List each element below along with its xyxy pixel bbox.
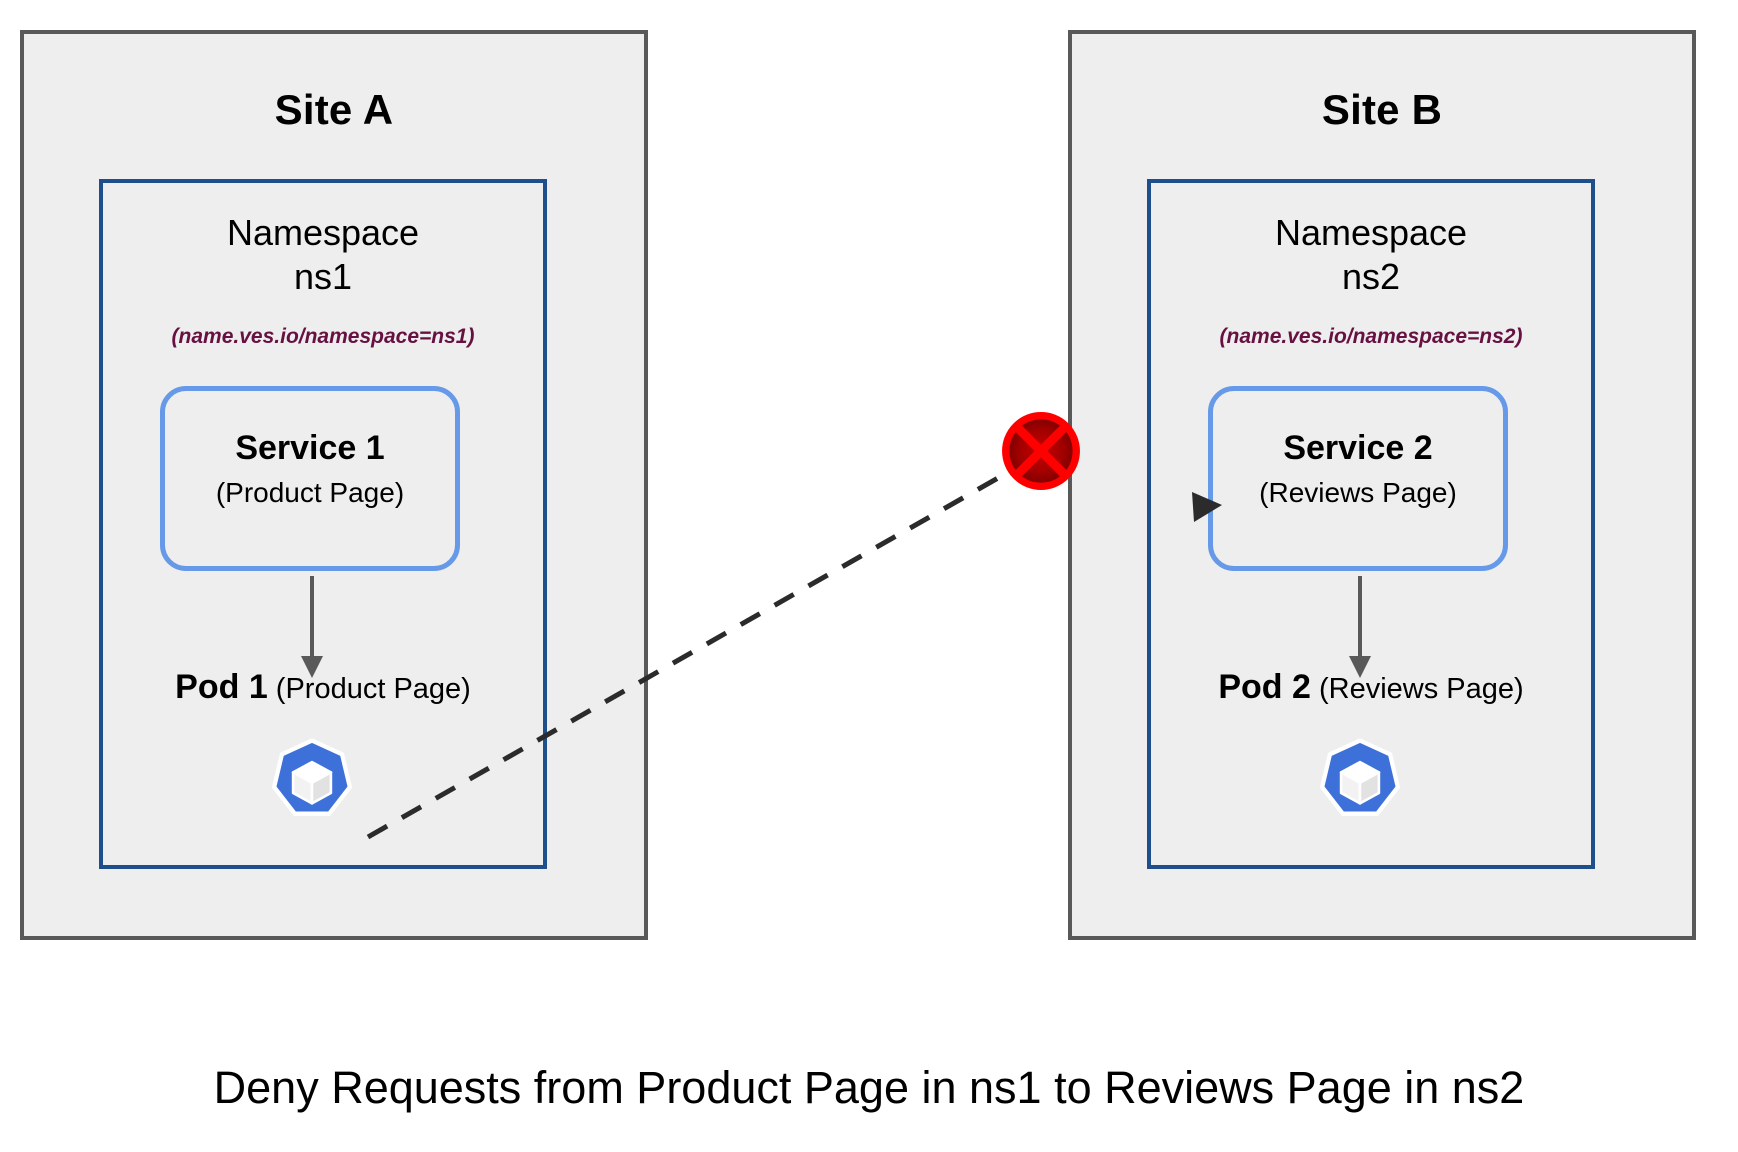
site-b-namespace-name: ns2 bbox=[1341, 255, 1401, 297]
site-b-service-name: Service 2 bbox=[1283, 429, 1433, 467]
diagram-caption: Deny Requests from Product Page in ns1 t… bbox=[213, 1062, 1525, 1113]
site-b-pod-name: Pod 2 bbox=[1218, 668, 1311, 706]
site-a-namespace-selector-label: (name.ves.io/namespace=ns1) bbox=[171, 325, 475, 348]
site-b-container: Site B Namespace ns2 (name.ves.io/namesp… bbox=[1068, 30, 1696, 940]
site-a-container: Site A Namespace ns1 (name.ves.io/namesp… bbox=[20, 30, 648, 940]
kubernetes-icon bbox=[269, 738, 355, 824]
site-b-namespace-selector-label: (name.ves.io/namespace=ns2) bbox=[1219, 325, 1523, 348]
site-a-namespace-box: Namespace ns1 (name.ves.io/namespace=ns1… bbox=[99, 179, 547, 869]
site-b-service-box: Service 2 (Reviews Page) bbox=[1208, 386, 1508, 571]
site-b-namespace-title: Namespace ns2 bbox=[1151, 211, 1591, 299]
site-b-arrow-shaft bbox=[1358, 576, 1362, 658]
site-a-namespace-name: ns1 bbox=[293, 255, 353, 297]
site-a-service-box: Service 1 (Product Page) bbox=[160, 386, 460, 571]
site-b-namespace-box: Namespace ns2 (name.ves.io/namespace=ns2… bbox=[1147, 179, 1595, 869]
site-a-service-subtitle: (Product Page) bbox=[215, 477, 405, 508]
site-b-title: Site B bbox=[1321, 86, 1443, 133]
site-a-pod-name: Pod 1 bbox=[175, 668, 268, 706]
site-a-service-name: Service 1 bbox=[235, 429, 385, 467]
site-b-namespace-title-line1: Namespace bbox=[1274, 212, 1468, 253]
site-a-namespace-title: Namespace ns1 bbox=[103, 211, 543, 299]
deny-circle-x-icon bbox=[1000, 410, 1082, 492]
site-a-pod-subtitle: (Product Page) bbox=[275, 673, 471, 705]
site-b-service-subtitle: (Reviews Page) bbox=[1259, 477, 1457, 508]
site-b-pod-subtitle: (Reviews Page) bbox=[1318, 673, 1524, 705]
kubernetes-icon bbox=[1317, 738, 1403, 824]
site-a-namespace-title-line1: Namespace bbox=[226, 212, 420, 253]
site-a-arrow-head bbox=[301, 656, 323, 678]
site-a-pod-label: Pod 1 (Product Page) bbox=[103, 668, 543, 707]
site-a-arrow-shaft bbox=[310, 576, 314, 658]
site-b-arrow-head bbox=[1349, 656, 1371, 678]
site-a-title: Site A bbox=[274, 86, 394, 133]
site-b-pod-label: Pod 2 (Reviews Page) bbox=[1151, 668, 1591, 707]
